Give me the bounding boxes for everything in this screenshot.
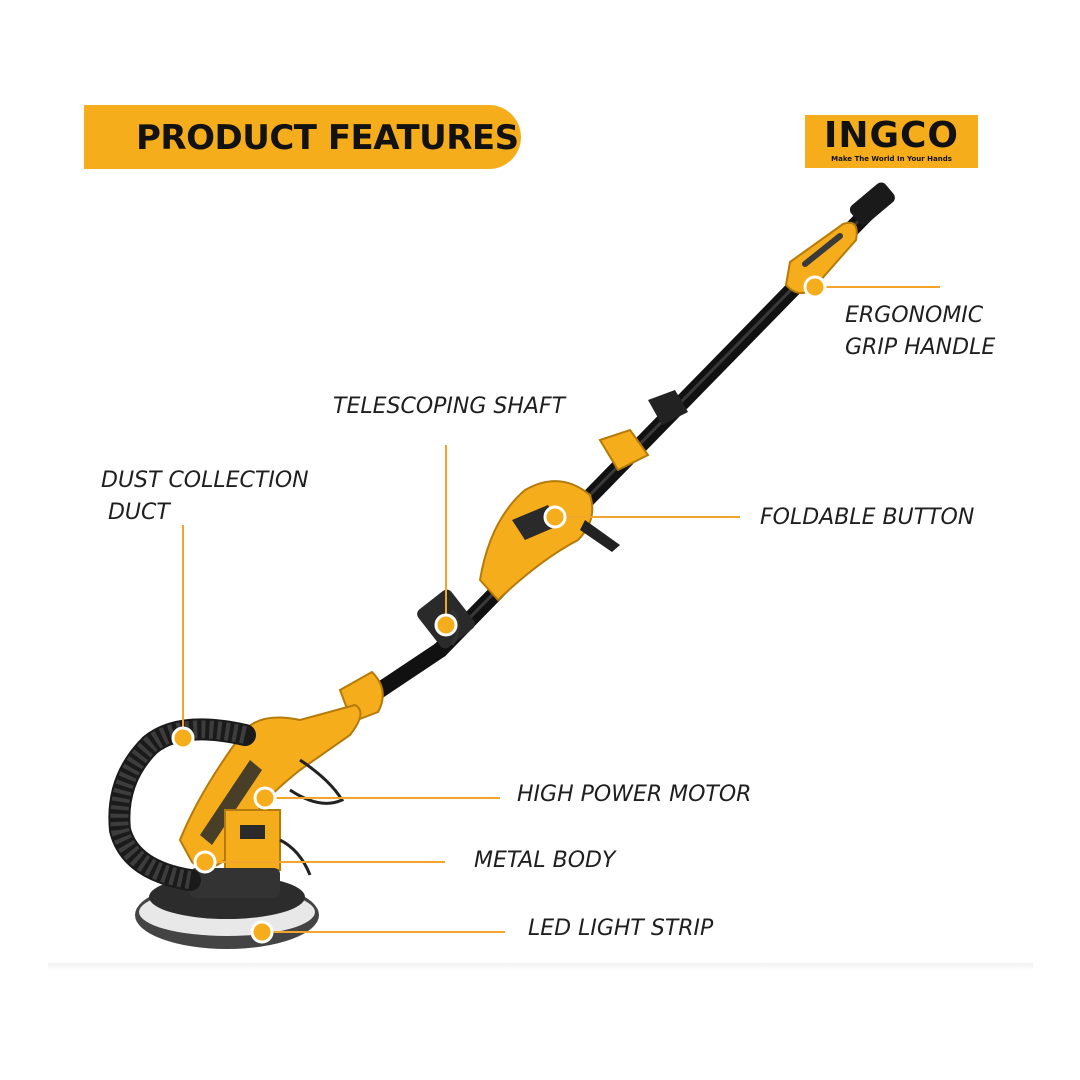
callout-dot-shaft [434, 613, 458, 637]
callout-dot-foldable [543, 505, 567, 529]
callout-dot-dust [171, 726, 195, 750]
shaft-end-cap [849, 182, 895, 225]
callout-dot-motor [253, 786, 277, 810]
label-line: HIGH POWER MOTOR [517, 782, 752, 807]
label-line: GRIP HANDLE [845, 335, 996, 360]
label-metal-body: METAL BODY [474, 845, 615, 877]
logo-tagline: Make The World In Your Hands [831, 155, 952, 163]
label-ergonomic-grip-handle: ERGONOMIC GRIP HANDLE [845, 300, 995, 364]
label-line: ERGONOMIC [845, 303, 984, 328]
callout-dot-led [250, 920, 274, 944]
label-line: METAL BODY [474, 848, 616, 873]
label-led-light-strip: LED LIGHT STRIP [528, 913, 713, 945]
label-line: DUST COLLECTION [101, 468, 309, 493]
brand-logo: INGCO Make The World In Your Hands [805, 115, 978, 168]
label-line: FOLDABLE BUTTON [760, 505, 975, 530]
label-high-power-motor: HIGH POWER MOTOR [517, 779, 751, 811]
label-line: DUCT [101, 500, 170, 525]
header-banner [84, 105, 521, 169]
label-line: LED LIGHT STRIP [528, 916, 714, 941]
callout-dot-metal [193, 850, 217, 874]
logo-wordmark: INGCO [823, 115, 960, 156]
label-line: TELESCOPING SHAFT [333, 394, 566, 419]
label-telescoping-shaft: TELESCOPING SHAFT [333, 391, 565, 423]
floor-shadow [48, 963, 1033, 971]
page-title: PRODUCT FEATURES [136, 118, 519, 158]
callout-dot-grip [803, 275, 827, 299]
label-dust-collection-duct: DUST COLLECTION DUCT [101, 465, 309, 529]
dust-hose [108, 718, 256, 891]
label-foldable-button: FOLDABLE BUTTON [760, 502, 974, 534]
